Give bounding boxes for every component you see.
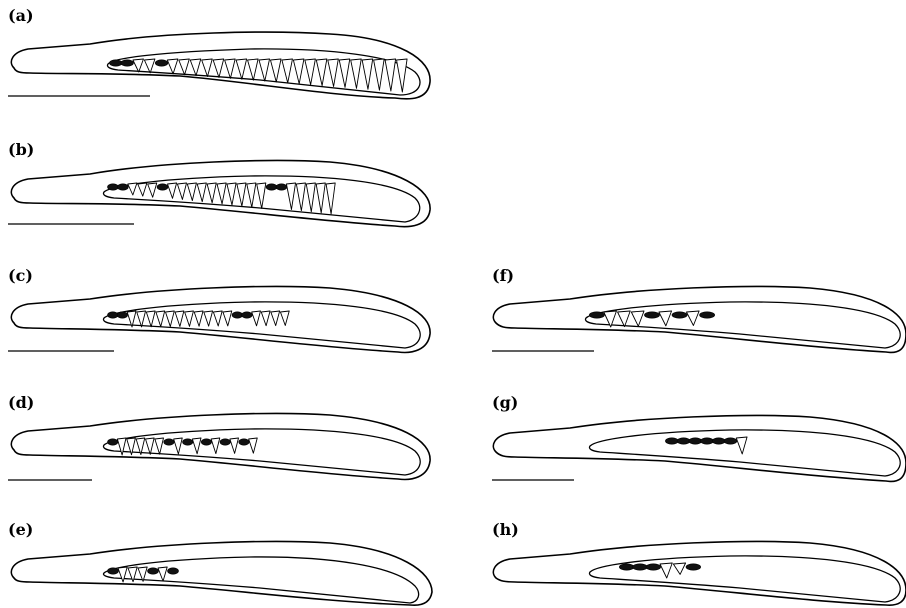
tooth-germ (121, 60, 134, 66)
tooth-germ (672, 312, 687, 318)
tooth-germ (686, 564, 701, 570)
tooth-germ (108, 439, 118, 445)
tooth-germ (109, 60, 122, 66)
jaw-b (11, 161, 430, 227)
tooth-germ (677, 438, 690, 444)
jaw-h (493, 541, 906, 605)
tooth-germ (644, 312, 659, 318)
tooth-germ (108, 184, 119, 190)
tooth-germ (242, 312, 253, 318)
tooth-germ (689, 438, 702, 444)
tooth-germ (168, 568, 179, 574)
tooth-germ (117, 312, 128, 318)
tooth-germ (157, 184, 168, 190)
tooth-germ (633, 564, 648, 570)
tooth-germ (232, 312, 243, 318)
tooth-germ (148, 568, 159, 574)
tooth-germ (712, 438, 725, 444)
tooth-germ (700, 312, 715, 318)
tooth-germ (117, 184, 128, 190)
tooth-germ (701, 438, 714, 444)
tooth-germ (108, 568, 119, 574)
tooth-germ (155, 60, 168, 66)
tooth-germ (724, 438, 737, 444)
tooth-germ (108, 312, 119, 318)
jaw-c (11, 286, 430, 352)
tooth-germ (164, 439, 174, 445)
jaw-outline-e (11, 541, 432, 605)
jaw-f (493, 286, 906, 352)
tooth-germ (589, 312, 604, 318)
jaw-outline-h (493, 541, 906, 605)
jaw-outline-c (11, 286, 430, 352)
tooth-germ (183, 439, 193, 445)
tooth-germ (266, 184, 277, 190)
tooth-germ (201, 439, 211, 445)
jaw-outline-d (11, 413, 430, 479)
jaw-g (493, 415, 906, 481)
tooth-germ (646, 564, 661, 570)
jaw-d (11, 413, 430, 479)
tooth-germ (239, 439, 249, 445)
jaw-outline-f (493, 286, 906, 352)
tooth-germ (220, 439, 230, 445)
tooth-germ (619, 564, 634, 570)
tooth-germ (276, 184, 287, 190)
tooth-germ (665, 438, 678, 444)
jaw-a (11, 32, 430, 99)
jaw-e (11, 541, 432, 605)
